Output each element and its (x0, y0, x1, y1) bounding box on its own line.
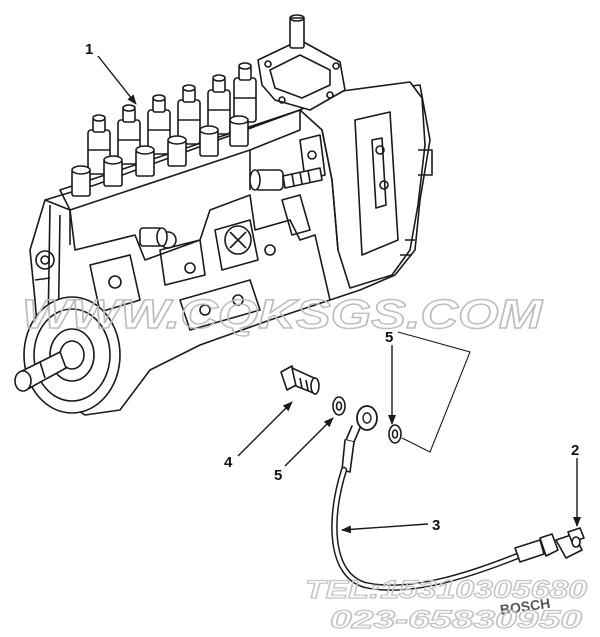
callout-3: 3 (432, 517, 440, 534)
pump-elements (71, 62, 257, 197)
sealing-washers (332, 396, 402, 444)
bracket-line (397, 331, 471, 453)
stamp-text: BOSCH (499, 595, 551, 618)
manufacturer-stamp: BOSCH (499, 595, 551, 618)
fuel-injection-pump (14, 14, 433, 416)
leader-5a (284, 417, 334, 467)
leader-3 (341, 523, 429, 534)
watermark-tel: TEL:15310305680 (305, 576, 587, 604)
callout-1: 1 (85, 41, 93, 58)
callout-4: 4 (224, 454, 233, 471)
callout-5-upper: 5 (385, 329, 393, 346)
watermark-phone: 023-65830950 (330, 606, 582, 634)
banjo-bolt (280, 365, 320, 395)
watermark-site: WWW.CQKSGS.COM (22, 291, 543, 337)
leader-1 (97, 55, 137, 105)
leader-4 (237, 401, 293, 457)
callout-5-lower: 5 (274, 467, 282, 484)
elbow-fitting (555, 527, 585, 559)
leader-lines (97, 55, 581, 534)
fuel-hose-assembly (331, 405, 559, 591)
callout-2: 2 (571, 442, 579, 459)
